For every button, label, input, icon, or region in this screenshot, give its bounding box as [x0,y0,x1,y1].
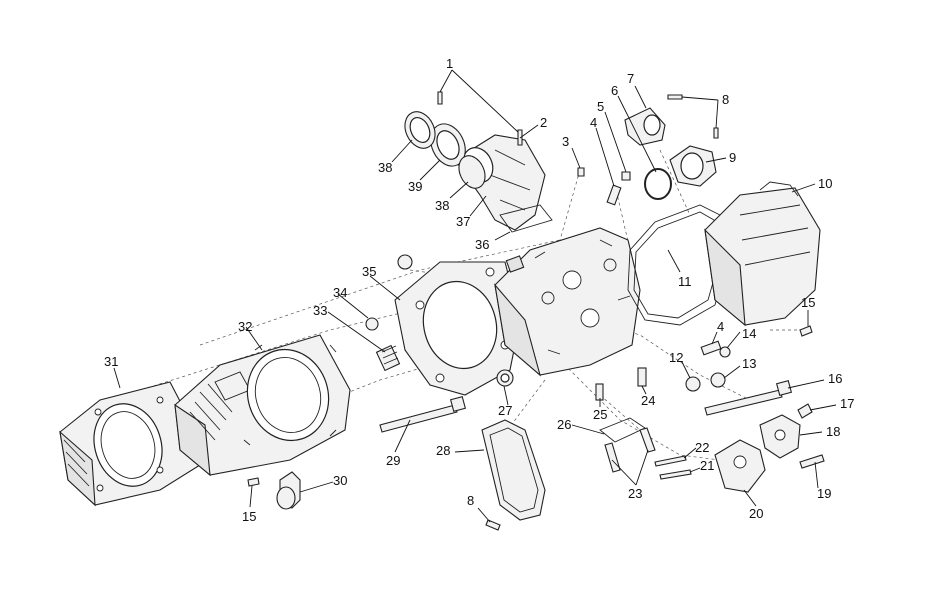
clamp-38-lower [458,155,486,189]
callout-26: 26 [557,417,571,432]
callout-15-lower: 15 [242,509,256,524]
seal-34 [365,317,379,331]
callout-6: 6 [611,83,618,98]
plug-24 [637,367,647,387]
callout-30: 30 [333,473,347,488]
intake-boot-39 [430,123,466,167]
callout-19: 19 [817,486,831,501]
seal-upper [397,254,413,270]
callout-31: 31 [104,354,118,369]
callout-17: 17 [840,396,854,411]
callout-35: 35 [362,264,376,279]
callout-37: 37 [456,214,470,229]
stud-25 [595,383,604,401]
dowel-4b [700,340,722,356]
callout-13: 13 [742,356,756,371]
callout-36: 36 [475,237,489,252]
thermostat-housing-7 [624,107,666,146]
o-ring-6 [644,168,672,200]
callout-32: 32 [238,319,252,334]
bracket-18 [759,414,801,459]
callout-38-lower: 38 [435,198,449,213]
bolts [247,91,825,531]
clamp-38-upper [404,111,436,149]
callout-24: 24 [641,393,655,408]
bracket-20 [714,439,766,493]
callout-28: 28 [436,443,450,458]
callout-27: 27 [498,403,512,418]
callout-8: 8 [722,92,729,107]
callout-38-upper: 38 [378,160,392,175]
manifold-gasket-36 [499,204,553,233]
elbow-fitting-30 [276,471,301,510]
callout-39: 39 [408,179,422,194]
callout-18: 18 [826,424,840,439]
small-parts [365,184,731,401]
callout-33: 33 [313,303,327,318]
leader-lines [113,69,837,523]
head-gasket-35 [394,261,521,396]
cylinder-32 [174,334,351,477]
nut-12 [685,376,701,392]
valve-cover-10 [704,181,821,327]
callout-9: 9 [729,150,736,165]
callout-25: 25 [593,407,607,422]
dowel-4a [606,184,622,206]
callout-23: 23 [628,486,642,501]
callout-12: 12 [669,350,683,365]
callout-2: 2 [540,115,547,130]
callout-10: 10 [818,176,832,191]
washer-14 [719,346,731,358]
callout-4: 4 [590,115,597,130]
callout-4-lower: 4 [717,319,724,334]
cylinder-head [494,227,641,377]
callout-labels: 1 2 3 4 5 6 7 8 9 10 11 15 4 14 12 13 16… [104,56,854,524]
callout-14: 14 [742,326,756,341]
callout-5: 5 [597,99,604,114]
side-cover-28 [481,419,546,521]
callout-20: 20 [749,506,763,521]
callout-29: 29 [386,453,400,468]
thermostat-cover-9 [669,145,717,187]
callout-7: 7 [627,71,634,86]
callout-34: 34 [333,285,347,300]
callout-22: 22 [695,440,709,455]
callout-11: 11 [678,274,692,289]
callout-21: 21 [700,458,714,473]
callout-15: 15 [801,295,815,310]
callout-3: 3 [562,134,569,149]
callout-8-lower: 8 [467,493,474,508]
callout-16: 16 [828,371,842,386]
cylinder-block-31 [59,381,201,507]
nut-13 [710,372,726,388]
callout-1: 1 [446,56,453,71]
